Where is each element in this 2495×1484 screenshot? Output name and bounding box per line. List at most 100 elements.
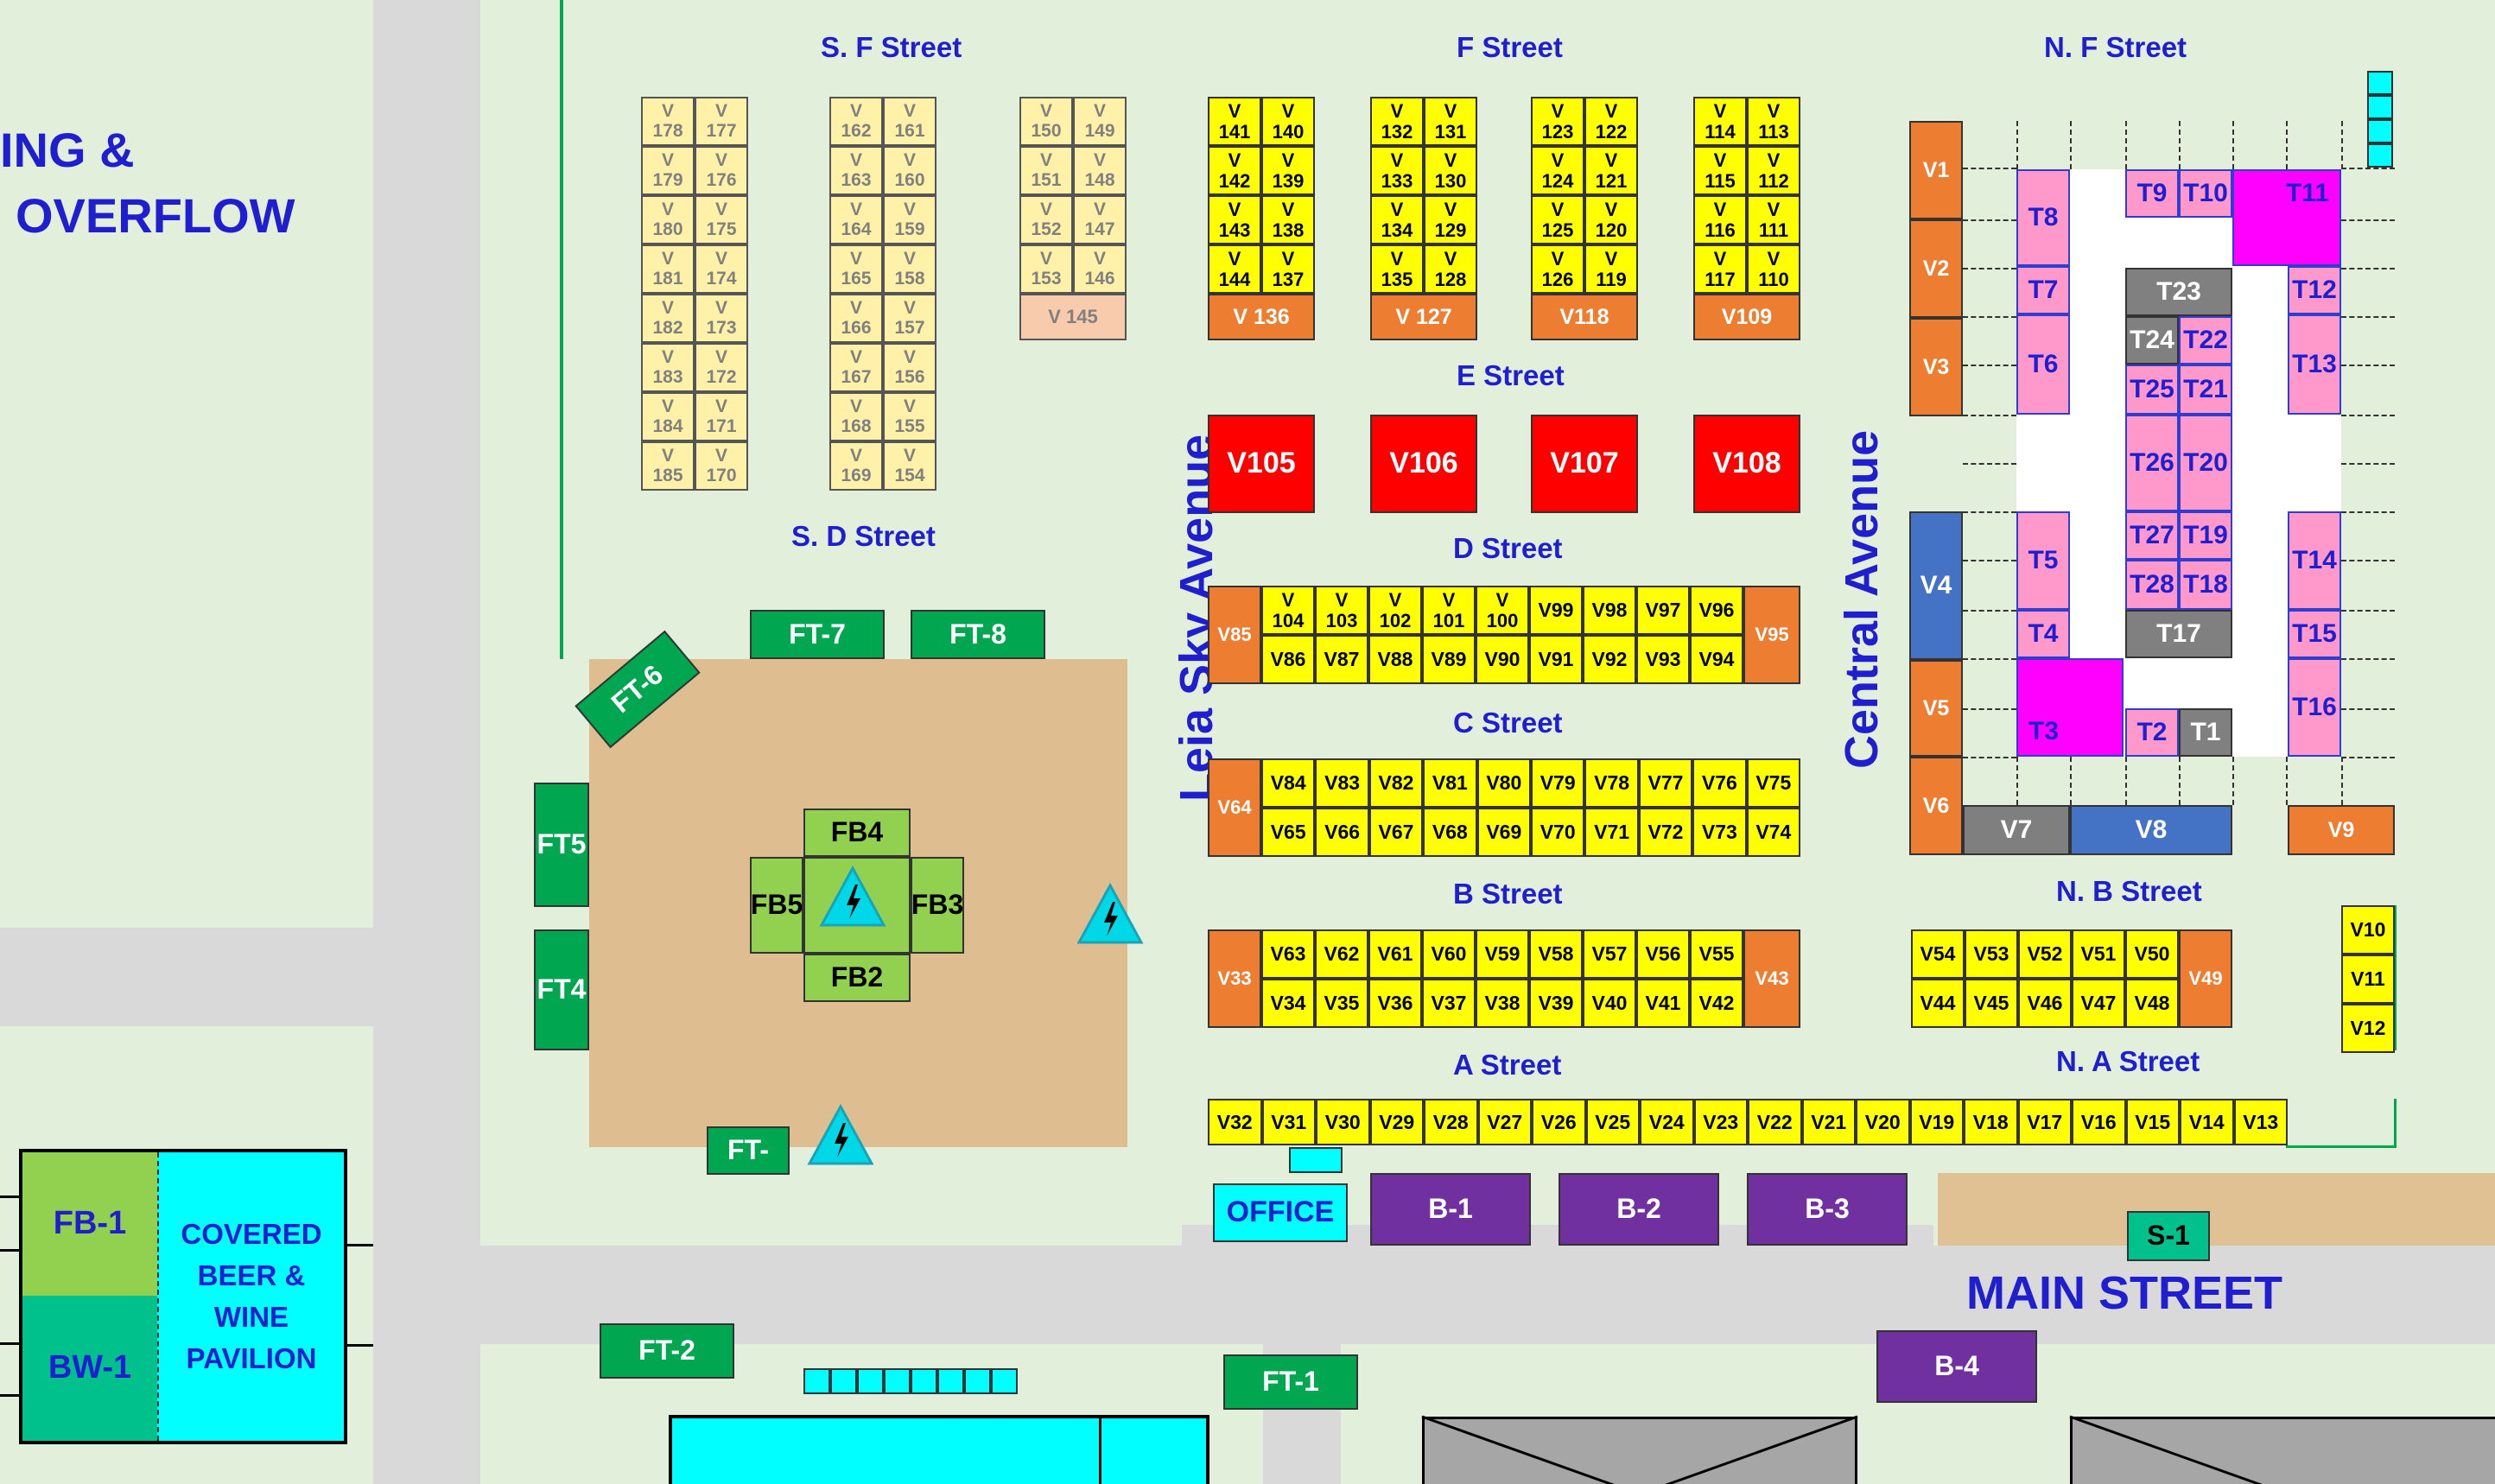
vendor-stall[interactable]: V16 xyxy=(2072,1099,2126,1145)
vendor-stall[interactable]: V35 xyxy=(1315,979,1368,1028)
vendor-stall[interactable]: V45 xyxy=(1965,979,2018,1028)
food-truck-ft-2[interactable]: FT-2 xyxy=(600,1323,734,1379)
tent-t4[interactable]: T4 xyxy=(2016,610,2070,658)
vendor-stall[interactable]: V39 xyxy=(1529,979,1583,1028)
vendor-stall-e[interactable]: V108 xyxy=(1693,415,1800,513)
vendor-stall[interactable]: V94 xyxy=(1690,635,1743,684)
vendor-stall[interactable]: V28 xyxy=(1424,1099,1478,1145)
vendor-end-c-left[interactable]: V64 xyxy=(1208,758,1261,857)
pavilion-bw-1[interactable]: BW-1 xyxy=(22,1296,157,1441)
vendor-stall[interactable]: V53 xyxy=(1965,929,2018,979)
tent-t16[interactable]: T16 xyxy=(2288,658,2341,757)
vendor-v2[interactable]: V2 xyxy=(1909,219,1963,318)
vendor-stall[interactable]: V73 xyxy=(1692,808,1747,857)
vendor-stall[interactable]: V74 xyxy=(1746,808,1800,857)
vendor-stall[interactable]: V17 xyxy=(2017,1099,2072,1145)
vendor-stall[interactable]: V44 xyxy=(1911,979,1965,1028)
vendor-stall[interactable]: V84 xyxy=(1261,758,1316,808)
vendor-stall[interactable]: V36 xyxy=(1368,979,1422,1028)
tent-t17[interactable]: T17 xyxy=(2125,610,2232,658)
vendor-stall[interactable]: V72 xyxy=(1638,808,1693,857)
food-truck-ft5[interactable]: FT5 xyxy=(534,783,589,907)
vendor-stall[interactable]: V79 xyxy=(1531,758,1585,808)
vendor-v6[interactable]: V6 xyxy=(1909,757,1963,855)
food-booth-fb3[interactable]: FB3 xyxy=(911,857,964,954)
vendor-stall[interactable]: V80 xyxy=(1476,758,1531,808)
vendor-stall[interactable]: V93 xyxy=(1636,635,1690,684)
vendor-stall[interactable]: V76 xyxy=(1692,758,1747,808)
tent-t21[interactable]: T21 xyxy=(2179,365,2232,415)
tent-t3[interactable]: T3 xyxy=(2016,658,2124,757)
vendor-stall[interactable]: V88 xyxy=(1368,635,1422,684)
vendor-stall-footer[interactable]: V109 xyxy=(1693,294,1800,340)
vendor-stall[interactable]: V52 xyxy=(2018,929,2072,979)
vendor-v7[interactable]: V7 xyxy=(1963,805,2070,855)
vendor-stall[interactable]: V86 xyxy=(1261,635,1315,684)
vendor-stall[interactable]: V61 xyxy=(1368,929,1422,979)
tent-t15[interactable]: T15 xyxy=(2288,610,2341,658)
vendor-stall[interactable]: V46 xyxy=(2018,979,2072,1028)
food-booth-fb5[interactable]: FB5 xyxy=(750,857,803,954)
vendor-stall[interactable]: V66 xyxy=(1315,808,1369,857)
vendor-end-b-right[interactable]: V43 xyxy=(1743,929,1800,1028)
tent-t25[interactable]: T25 xyxy=(2125,365,2179,415)
tent-t22[interactable]: T22 xyxy=(2179,316,2232,365)
vendor-v4[interactable]: V4 xyxy=(1909,511,1963,660)
food-truck-ft-8[interactable]: FT-8 xyxy=(911,610,1045,659)
vendor-stall[interactable]: V92 xyxy=(1583,635,1636,684)
office-building[interactable]: OFFICE xyxy=(1213,1183,1348,1242)
vendor-stall[interactable]: V18 xyxy=(1964,1099,2018,1145)
food-booth-fb4[interactable]: FB4 xyxy=(803,809,911,857)
vendor-stall[interactable]: V90 xyxy=(1476,635,1529,684)
tent-t28[interactable]: T28 xyxy=(2125,560,2179,610)
tent-t2[interactable]: T2 xyxy=(2125,708,2179,757)
vendor-stall[interactable]: V40 xyxy=(1583,979,1636,1028)
food-truck-ft-blank[interactable]: FT- xyxy=(707,1126,790,1175)
vendor-stall[interactable]: V89 xyxy=(1422,635,1476,684)
tent-t12[interactable]: T12 xyxy=(2288,266,2341,314)
tent-t8[interactable]: T8 xyxy=(2016,169,2070,266)
vendor-stall[interactable]: V81 xyxy=(1423,758,1477,808)
vendor-stall[interactable]: V15 xyxy=(2125,1099,2180,1145)
vendor-stall[interactable]: V75 xyxy=(1746,758,1800,808)
vendor-stall[interactable]: V41 xyxy=(1636,979,1690,1028)
vendor-stall[interactable]: V13 xyxy=(2233,1099,2288,1145)
vendor-stall[interactable]: V24 xyxy=(1640,1099,1694,1145)
food-truck-ft-7[interactable]: FT-7 xyxy=(750,610,885,659)
vendor-stall[interactable]: V34 xyxy=(1261,979,1315,1028)
sponsor-s-1[interactable]: S-1 xyxy=(2127,1211,2210,1261)
vendor-stall[interactable]: V96 xyxy=(1690,586,1743,635)
booth-b-4[interactable]: B-4 xyxy=(1876,1330,2037,1403)
tent-t24[interactable]: T24 xyxy=(2125,316,2179,365)
food-booth-fb2[interactable]: FB2 xyxy=(803,954,911,1002)
